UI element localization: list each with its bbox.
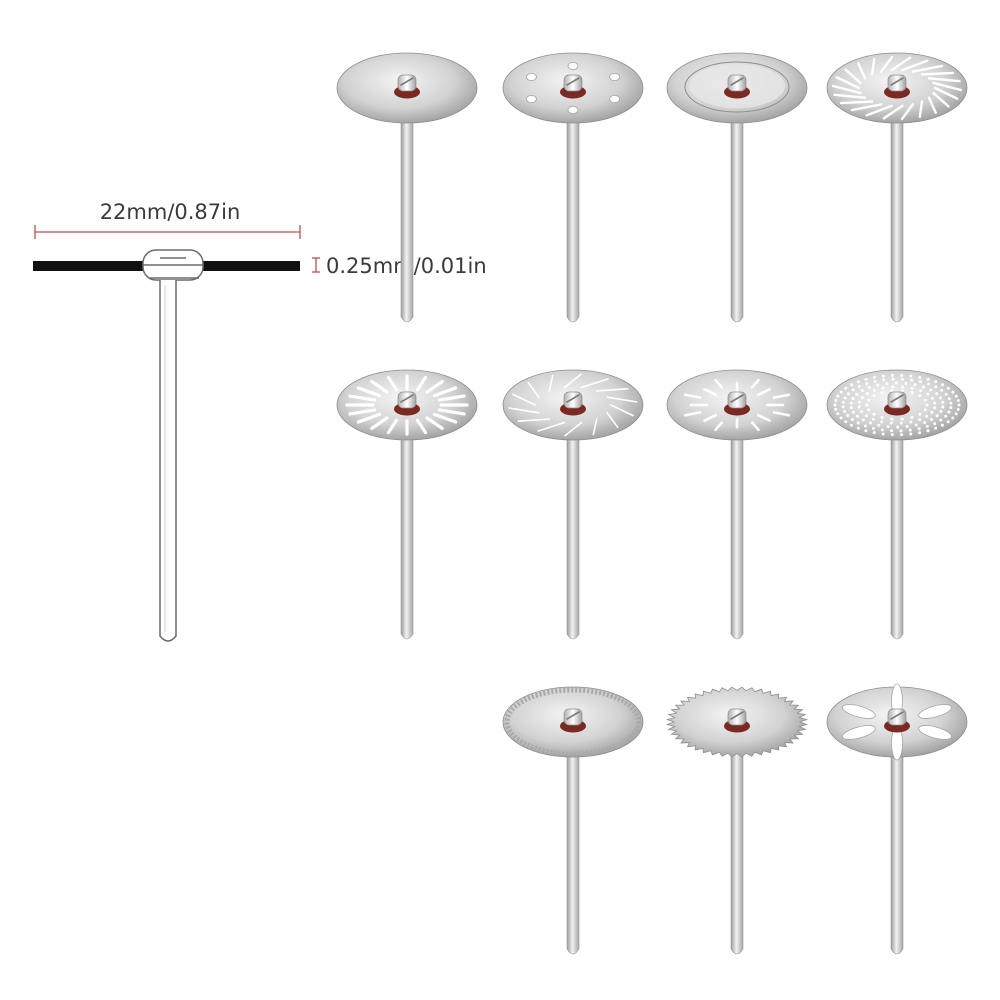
mandrel-shaft: [400, 87, 414, 323]
mandrel-shaft: [400, 404, 414, 640]
cutting-wheel-toothed: [665, 686, 809, 955]
cutting-wheel-radial-slots: [336, 369, 478, 640]
screw-head-outline: [142, 249, 204, 281]
mandrel-shaft: [890, 721, 904, 955]
cutting-wheel-fine-serrated: [502, 686, 644, 955]
screw-slot: [730, 711, 744, 720]
screw-slot: [730, 394, 744, 403]
screw-slot: [566, 394, 580, 403]
diameter-label: 22mm/0.87in: [100, 200, 241, 224]
mandrel-shaft-outline: [159, 280, 177, 642]
screw-slot: [890, 394, 904, 403]
thickness-dimension-mark: [312, 257, 320, 273]
mandrel-shaft: [566, 721, 580, 955]
cutting-wheel-petal-cutouts: [826, 683, 968, 955]
screw-slot: [730, 77, 744, 86]
cutting-wheel-perforated: [826, 369, 968, 640]
diameter-dimension-line: [34, 225, 301, 239]
screw-slot: [890, 711, 904, 720]
cutting-wheel-plain: [336, 52, 478, 323]
blade-profile-left: [33, 261, 145, 271]
cutting-wheel-grid: [336, 52, 968, 955]
screw-slot: [566, 711, 580, 720]
screw-slot: [566, 77, 580, 86]
cutting-wheel-spiral-slots: [826, 52, 968, 323]
cutting-wheel-raised-center: [666, 52, 808, 323]
mandrel-shaft: [566, 87, 580, 323]
screw-slot: [890, 77, 904, 86]
mandrel-shaft: [566, 404, 580, 640]
mandrel-shaft: [890, 87, 904, 323]
mandrel-shaft: [730, 87, 744, 323]
blade-profile-right: [200, 261, 300, 271]
screw-slot: [400, 77, 414, 86]
screw-slot: [400, 394, 414, 403]
cutting-wheel-swirl-slots: [502, 369, 644, 640]
cutting-wheel-dash-slots: [666, 369, 808, 640]
mandrel-shaft: [730, 721, 744, 955]
cutting-wheel-six-holes: [502, 52, 644, 323]
mandrel-shaft: [730, 404, 744, 640]
mandrel-shaft: [890, 404, 904, 640]
